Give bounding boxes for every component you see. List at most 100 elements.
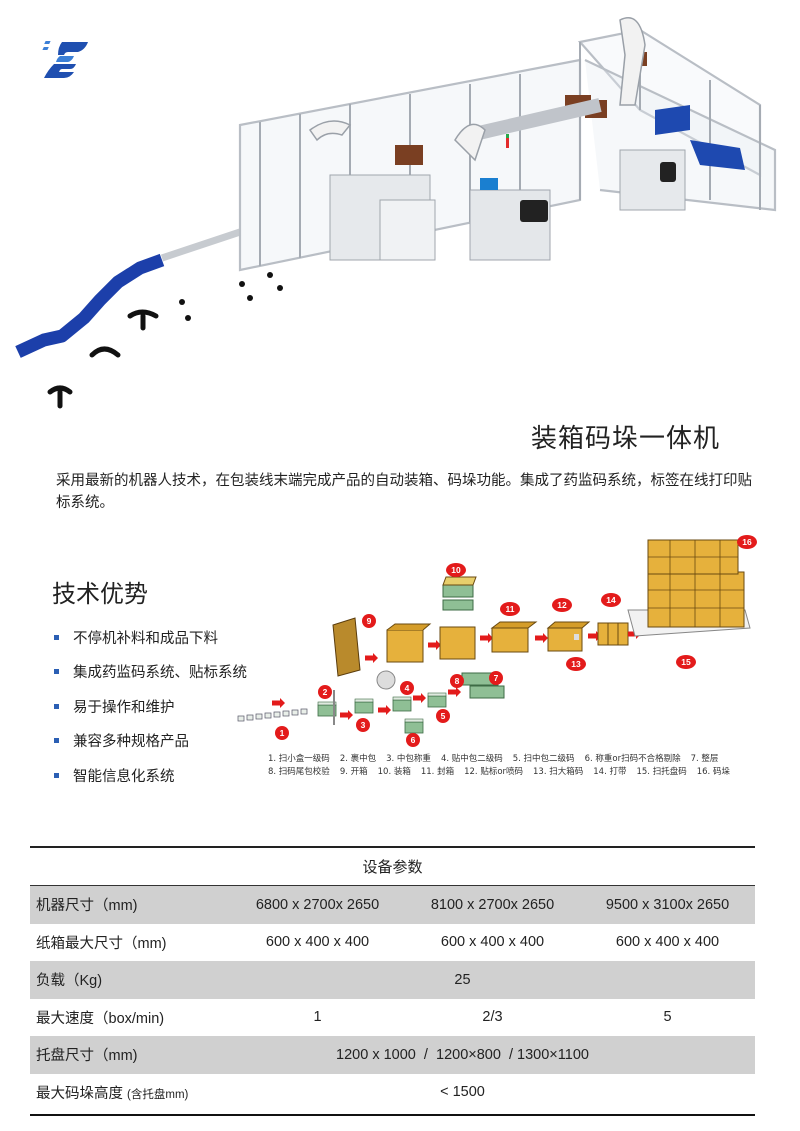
row-value: < 1500 [440, 1084, 485, 1101]
row-label-text: 最大码垛高度 [36, 1085, 123, 1102]
legend-item: 2. 裹中包 [339, 754, 377, 764]
small-carton-row-icon [237, 708, 308, 722]
step-badge: 7 [489, 671, 503, 685]
step-badge: 6 [406, 733, 420, 747]
bullet-square-icon [54, 669, 59, 675]
table-bottom-rule [30, 1114, 755, 1116]
svg-text:12: 12 [557, 600, 567, 610]
svg-text:10: 10 [451, 565, 461, 575]
legend-item: 13. 扫大箱码 [533, 767, 584, 777]
row-value: 1 [313, 1009, 322, 1026]
step-badge: 1 [275, 726, 289, 740]
table-row-carton-max-size: 纸箱最大尺寸（mm) 600 x 400 x 400 600 x 400 x 4… [30, 924, 755, 962]
table-row-pallet-size: 托盘尺寸（mm) 1200 x 1000 / 1200×800 / 1300×1… [30, 1036, 755, 1074]
sealed-carton-icon [490, 621, 538, 653]
palletized-stack-icon [627, 539, 751, 637]
legend-item: 12. 贴标or喷码 [464, 767, 524, 777]
row-value: 8100 x 2700x 2650 [430, 896, 555, 913]
bullet-square-icon [54, 703, 59, 709]
svg-text:14: 14 [606, 595, 616, 605]
step-badge: 2 [318, 685, 332, 699]
bullet-square-icon [54, 772, 59, 778]
robot-arm-icon [308, 17, 646, 162]
case-packer-body-icon [329, 149, 686, 261]
legend-item: 9. 开箱 [339, 767, 368, 777]
row-value: 9500 x 3100x 2650 [605, 896, 730, 913]
step-badge: 10 [446, 563, 466, 577]
row-label: 最大码垛高度 (含托盘mm) [30, 1082, 230, 1103]
legend-row-1: 1. 扫小盒一级码 2. 裹中包 3. 中包称重 4. 贴中包二级码 5. 扫中… [268, 753, 740, 766]
process-legend: 1. 扫小盒一级码 2. 裹中包 3. 中包称重 4. 贴中包二级码 5. 扫中… [268, 753, 740, 779]
step-badge: 11 [500, 602, 520, 616]
flat-carton-icon [332, 617, 361, 677]
row-label-note: (含托盘mm) [127, 1088, 189, 1101]
svg-text:11: 11 [506, 604, 515, 614]
step-badge: 13 [566, 657, 586, 671]
svg-text:6: 6 [411, 735, 416, 745]
row-value: 600 x 400 x 400 [265, 934, 370, 951]
step-badge: 3 [356, 718, 370, 732]
pallet-pad-icon [655, 105, 745, 170]
spec-table-caption: 设备参数 [30, 848, 755, 886]
advantage-label: 易于操作和维护 [73, 699, 175, 716]
row-label: 纸箱最大尺寸（mm) [36, 935, 167, 952]
svg-text:9: 9 [367, 616, 372, 626]
table-top-rule [30, 846, 755, 848]
legend-item: 11. 封箱 [420, 767, 455, 777]
step-badge: 15 [676, 655, 696, 669]
advantage-label: 兼容多种规格产品 [73, 734, 189, 751]
legend-item: 3. 中包称重 [386, 754, 431, 764]
svg-text:7: 7 [494, 673, 499, 683]
product-intro: 采用最新的机器人技术，在包装线末端完成产品的自动装箱、码垛功能。集成了药监码系统… [56, 473, 752, 511]
process-flow-diagram: 1 2 3 4 5 6 7 8 9 10 11 12 13 14 15 16 [237, 535, 757, 747]
row-value: 600 x 400 x 400 [615, 934, 720, 951]
legend-item: 6. 称重or扫码不合格剔除 [584, 754, 681, 764]
legend-item: 4. 贴中包二级码 [440, 754, 503, 764]
bullet-square-icon [54, 634, 59, 640]
open-carton-icon [386, 623, 432, 663]
step-badge: 8 [450, 674, 464, 688]
bullet-square-icon [54, 738, 59, 744]
spec-table: 设备参数 机器尺寸（mm) 6800 x 2700x 2650 8100 x 2… [30, 846, 755, 1116]
step-badge: 9 [362, 614, 376, 628]
legend-item: 15. 扫托盘码 [636, 767, 687, 777]
row-value: 5 [663, 1009, 672, 1026]
row-value: 6800 x 2700x 2650 [255, 896, 380, 913]
table-row-payload: 负载（Kg) 25 [30, 961, 755, 999]
legend-item: 5. 扫中包二级码 [512, 754, 575, 764]
company-logo-icon [42, 41, 88, 78]
legend-item: 8. 扫码尾包校验 [268, 767, 330, 777]
svg-text:8: 8 [455, 676, 460, 686]
row-label: 最大速度（box/min) [36, 1010, 165, 1027]
row-value: 600 x 400 x 400 [440, 934, 545, 951]
legend-row-2: 8. 扫码尾包校验 9. 开箱 10. 装箱 11. 封箱 12. 贴标or喷码… [268, 766, 740, 779]
step-badge: 16 [737, 535, 757, 549]
row-label: 负载（Kg) [36, 973, 103, 990]
labeled-carton-icon [546, 621, 591, 652]
legend-item: 1. 扫小盒一级码 [268, 754, 330, 764]
table-row-max-stack-height: 最大码垛高度 (含托盘mm) < 1500 [30, 1074, 755, 1112]
advantage-item: 不停机补料和成品下料 [54, 620, 247, 655]
advantage-label: 智能信息化系统 [73, 768, 175, 785]
strapped-carton-icon [597, 622, 629, 646]
row-label: 托盘尺寸（mm) [36, 1048, 138, 1065]
step-badge: 14 [601, 593, 621, 607]
advantage-label: 不停机补料和成品下料 [73, 630, 218, 647]
row-value: 1200 x 1000 / 1200×800 / 1300×1100 [336, 1046, 589, 1063]
advantage-item: 兼容多种规格产品 [54, 724, 247, 759]
svg-text:4: 4 [405, 683, 410, 693]
svg-text:5: 5 [441, 711, 446, 721]
roller-conveyor-icon [468, 98, 602, 142]
row-label: 机器尺寸（mm) [36, 898, 138, 915]
advantage-item: 智能信息化系统 [54, 758, 247, 793]
step-badge: 5 [436, 709, 450, 723]
svg-text:16: 16 [742, 537, 752, 547]
pack-layer-icon [461, 672, 505, 699]
infeed-conveyor-icon [15, 228, 283, 409]
step-badges: 1 2 3 4 5 6 7 8 9 10 11 12 13 14 15 16 [275, 535, 757, 747]
machine-illustration [15, 17, 777, 409]
svg-text:13: 13 [571, 659, 581, 669]
step-badge: 12 [552, 598, 572, 612]
svg-text:3: 3 [361, 720, 366, 730]
svg-text:2: 2 [323, 687, 328, 697]
